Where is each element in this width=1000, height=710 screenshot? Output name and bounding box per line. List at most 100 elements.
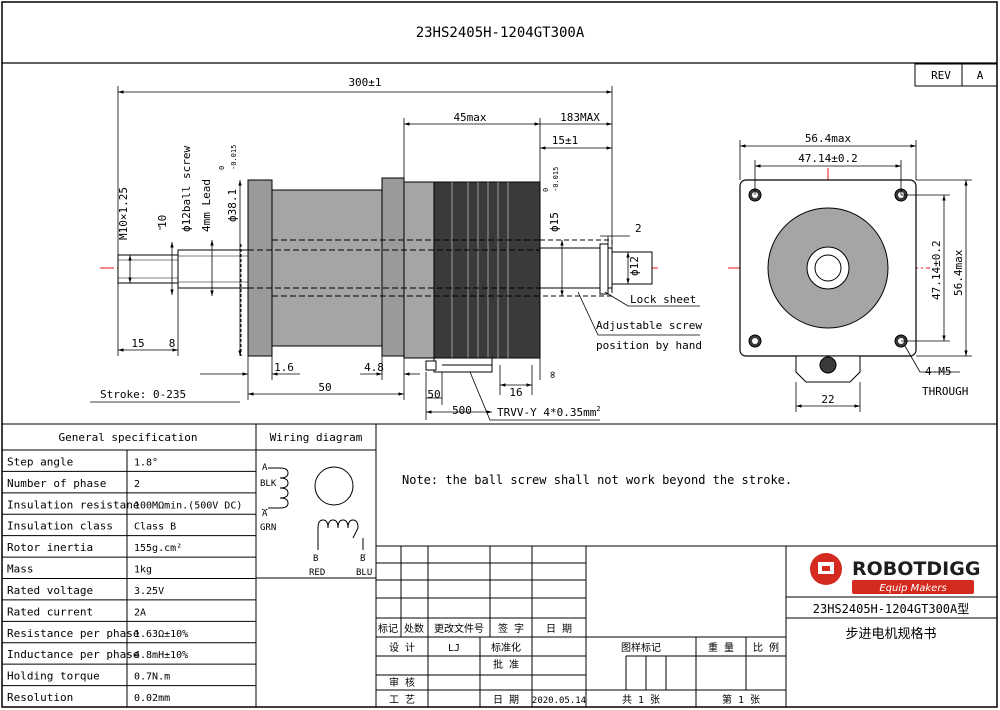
- wire-blu-label: BLU: [356, 568, 372, 578]
- tb-weight: 重 量: [708, 641, 734, 654]
- dim-d38: ϕ38.1: [226, 189, 239, 222]
- dim-hole-spacing: 47.14±0.2: [798, 152, 858, 165]
- dim-d15-tol-top: 0: [542, 188, 550, 192]
- tb-date-label: 日 期: [493, 694, 519, 706]
- dim-d15: ϕ15: [548, 212, 561, 232]
- tb-design: 设 计: [389, 641, 415, 654]
- drawing-title: 23HS2405H-1204GT300A: [416, 25, 585, 41]
- spec-value: 0.02mm: [134, 693, 170, 704]
- dim-end-15: 15±1: [552, 134, 579, 147]
- spec-key: Resistance per phase: [7, 627, 139, 640]
- m5-label: 4-M5: [925, 365, 952, 378]
- tb-description: 步进电机规格书: [845, 626, 936, 642]
- dim-183: 183MAX: [560, 111, 600, 124]
- dim-hole-spacing-vertical: 47.14±0.2: [930, 240, 943, 300]
- wire-grn-label: GRN: [260, 523, 276, 533]
- wiring-diagram: Wiring diagram A BLK A GRN B RED B BLU: [255, 423, 377, 579]
- wire-red-label: RED: [309, 568, 325, 578]
- spec-value: 155g.cm²: [134, 543, 182, 554]
- dim-square-vertical: 56.4max: [952, 249, 965, 296]
- title-block-text: 标记 处数 更改文件号 签 字 日 期 设 计 LJ 标准化 批 准 审 核 工…: [378, 622, 779, 706]
- dim-d38-tol-top: 0: [218, 166, 226, 170]
- dim-one-six: 1.6: [274, 361, 294, 374]
- dim-motor-length: 45max: [453, 111, 486, 124]
- dim-fifteen: 15: [131, 337, 144, 350]
- side-view: [100, 177, 658, 373]
- dim-total-length: 300±1: [348, 76, 381, 89]
- tb-file: 更改文件号: [434, 622, 484, 635]
- front-view: [728, 168, 930, 383]
- spec-value: 2A: [134, 607, 146, 618]
- dim-infinity: ∞: [546, 371, 559, 378]
- logo-tagline: Equip Makers: [879, 583, 946, 594]
- wire-bbar-label: B: [360, 554, 365, 564]
- dim-twentytwo: 22: [821, 393, 834, 406]
- cable-label: TRVV-Y 4*0.35mm2: [497, 405, 601, 419]
- dim-thread: M10×1.25: [117, 187, 130, 240]
- spec-key: Rated voltage: [7, 584, 93, 597]
- spec-key: Inductance per phase: [7, 648, 139, 661]
- note-text: Note: the ball screw shall not work beyo…: [402, 473, 792, 487]
- dim-ten: 10: [156, 215, 169, 228]
- spec-key: Number of phase: [7, 477, 106, 490]
- tb-mark: 标记: [378, 623, 398, 635]
- spec-key: Holding torque: [7, 670, 100, 683]
- dim-square: 56.4max: [805, 132, 852, 145]
- dim-d38-tol-bot: -0.015: [230, 145, 238, 170]
- tb-scale: 比 例: [753, 641, 779, 654]
- spec-value: 3.25V: [134, 586, 164, 597]
- dim-eight: 8: [169, 337, 176, 350]
- spec-key: Rotor inertia: [7, 541, 93, 554]
- spec-title: General specification: [58, 431, 197, 444]
- tb-count: 处数: [404, 622, 424, 635]
- title-block: [375, 545, 997, 707]
- tb-designer: LJ: [448, 643, 460, 654]
- dim-fifty: 50: [318, 381, 331, 394]
- spec-value: 100MΩmin.(500V DC): [134, 500, 242, 511]
- tb-date-value: 2020.05.14: [532, 696, 586, 706]
- wire-blk-label: BLK: [260, 479, 277, 489]
- spec-key: Step angle: [7, 455, 73, 468]
- tb-sign: 签 字: [498, 622, 524, 635]
- spec-value: 0.7N.m: [134, 672, 170, 683]
- robotdigg-logo: ROBOTDIGG Equip Makers: [810, 553, 980, 594]
- dim-sixteen: 16: [509, 386, 522, 399]
- spec-key: Resolution: [7, 691, 73, 704]
- rev-value: A: [977, 69, 984, 82]
- wire-b-label: B: [313, 554, 318, 564]
- spec-value: 4.8mH±10%: [134, 650, 188, 661]
- front-dimensions: [739, 140, 972, 412]
- tb-total-sheets: 共 1 张: [622, 694, 660, 706]
- tb-check: 审 核: [389, 676, 415, 689]
- dim-d12: ϕ12: [628, 256, 641, 276]
- spec-key: Mass: [7, 563, 34, 576]
- dim-five-hundred: 500: [452, 404, 472, 417]
- spec-value: 2: [134, 479, 140, 490]
- lock-sheet-label: Lock sheet: [630, 293, 696, 306]
- tb-standard: 标准化: [491, 641, 521, 654]
- spec-value: Class B: [134, 522, 176, 533]
- tb-approve: 批 准: [493, 658, 519, 671]
- stroke-label: Stroke: 0-235: [100, 388, 186, 401]
- tb-craft: 工 艺: [389, 694, 415, 706]
- spec-value: 1.63Ω±10%: [134, 629, 188, 640]
- spec-value: 1kg: [134, 565, 152, 576]
- spec-key: Rated current: [7, 605, 93, 618]
- tb-model: 23HS2405H-1204GT300A型: [813, 602, 970, 616]
- dim-two: 2: [635, 222, 642, 235]
- tb-date: 日 期: [546, 623, 572, 635]
- wiring-title: Wiring diagram: [270, 431, 363, 444]
- tb-sheet-number: 第 1 张: [722, 693, 760, 706]
- logo-wordmark: ROBOTDIGG: [852, 558, 980, 580]
- side-dimensions: [90, 86, 700, 421]
- dim-fifty-small: 50: [427, 388, 440, 401]
- dim-screw: ϕ12ball screw: [180, 146, 193, 232]
- wire-abar-label: A: [262, 509, 268, 519]
- tb-stage: 图样标记: [621, 641, 661, 654]
- dim-four-eight: 4.8: [364, 361, 384, 374]
- dim-d15-tol-bot: -0.015: [552, 167, 560, 192]
- rev-label: REV: [931, 69, 951, 82]
- wire-a-label: A: [262, 463, 268, 473]
